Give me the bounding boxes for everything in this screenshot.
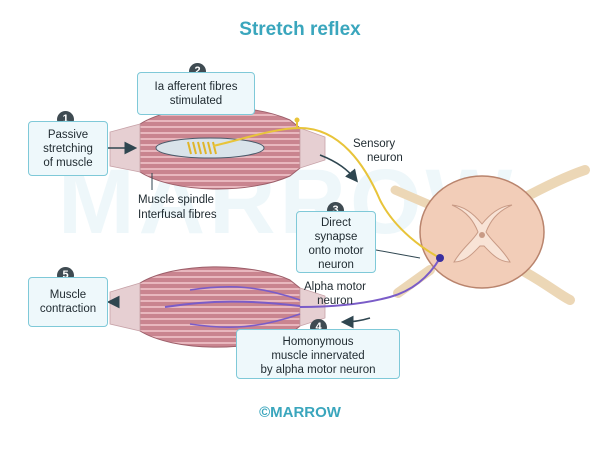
interfusal-fibres-label: Interfusal fibres [138, 209, 217, 221]
muscle-spindle [187, 141, 217, 155]
step-1-line-1: Passive [47, 129, 89, 141]
step-2-line-1: Ia afferent fibres [154, 81, 238, 93]
step-5-line-1: Muscle [49, 289, 87, 301]
step-4-line-1: Homonymous [282, 336, 354, 348]
muscle-spindle-label: Muscle spindle [138, 194, 215, 206]
upper-muscle [109, 106, 326, 190]
alpha-motor-neuron-label-line-1: Alpha motor [304, 281, 367, 293]
diagram-title: Stretch reflex [239, 19, 361, 40]
sensory-neuron-label-line-1: Sensory [353, 138, 396, 150]
motor-fiber [299, 257, 441, 308]
spinal-cord [390, 165, 590, 305]
step-2-box: Ia afferent fibres stimulated [137, 72, 255, 115]
step-3-line-1: Direct [320, 217, 352, 229]
step-3-line-4: neuron [318, 259, 354, 271]
step-3-line-2: synapse [314, 231, 358, 243]
step-2-line-2: stimulated [169, 95, 223, 107]
step-1-line-2: stretching [43, 143, 93, 155]
sensory-neuron-label: Sensory neuron [353, 137, 403, 165]
step-1-line-3: of muscle [43, 157, 93, 169]
motor-neuron-cell-body [436, 254, 444, 262]
step-3-box: Direct synapse onto motor neuron [296, 211, 376, 273]
step-4-box: Homonymous muscle innervated by alpha mo… [236, 329, 400, 379]
step-3-line-3: onto motor [308, 245, 364, 257]
copyright-mark: ©MARROW [259, 404, 341, 421]
alpha-motor-neuron-label: Alpha motor neuron [304, 280, 366, 308]
step-5-line-2: contraction [39, 303, 97, 315]
alpha-motor-neuron-label-line-2: neuron [317, 295, 353, 307]
step-1-box: Passive stretching of muscle [28, 121, 108, 176]
step-4-line-3: by alpha motor neuron [260, 364, 376, 376]
sensory-fiber [212, 126, 441, 259]
step-5-box: Muscle contraction [28, 277, 108, 327]
step-4-line-2: muscle innervated [271, 350, 365, 362]
sensory-neuron-label-line-2: neuron [367, 152, 403, 164]
